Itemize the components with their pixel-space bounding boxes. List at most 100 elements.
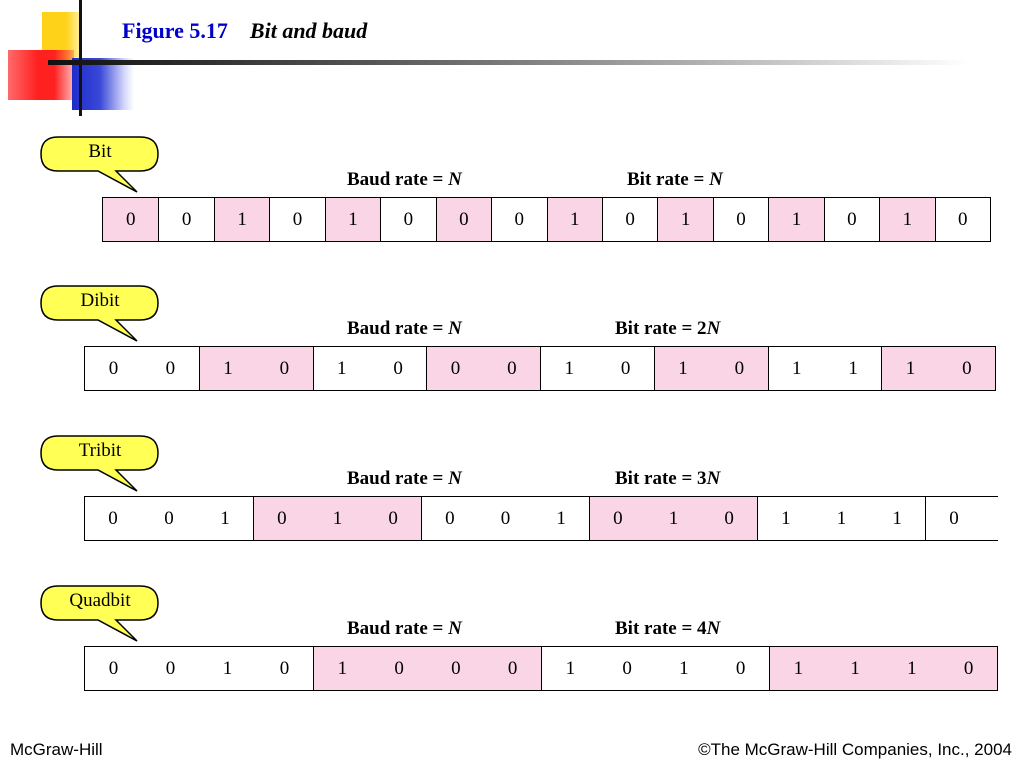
bit-value: 1 (848, 358, 858, 379)
bit-value: 0 (847, 209, 857, 230)
callout-bubble: Quadbit (40, 585, 240, 645)
bit-value: 0 (625, 209, 635, 230)
bit-value: 1 (220, 508, 230, 529)
signal-element: 0 (601, 198, 657, 241)
bit-value: 1 (222, 658, 233, 679)
bit-value: 0 (165, 358, 176, 379)
bit-value: 1 (902, 209, 913, 230)
bit-value: 1 (680, 209, 691, 230)
bit-value: 1 (348, 209, 358, 230)
bit-value: 1 (223, 358, 233, 379)
signal-element: 1 (213, 198, 270, 241)
signal-element: 0 0 1 (85, 497, 253, 540)
signal-element: 0 (380, 198, 435, 241)
baud-rate-label: Baud rate = N (347, 318, 462, 339)
bit-value: 0 (620, 358, 631, 379)
bit-value: 0 (735, 658, 746, 679)
bit-value: 0 (292, 209, 303, 230)
bit-value: 1 (892, 508, 902, 529)
bit-value: 0 (279, 658, 290, 679)
callout-label: Tribit (78, 440, 122, 461)
signal-element: 1 (546, 198, 602, 241)
callout-bubble: Bit (40, 136, 240, 196)
bit-value: 0 (963, 658, 974, 679)
signal-element: 0 (103, 198, 159, 241)
signal-element: 1 (657, 198, 713, 241)
figure-name: Bit and baud (249, 18, 368, 43)
bit-value: 0 (958, 209, 968, 230)
bit-value: 0 (736, 209, 746, 230)
bit-value: 1 (905, 358, 916, 379)
bit-value: 0 (108, 508, 118, 529)
signal-element: 0 (269, 198, 324, 241)
signal-element: 1 (324, 198, 381, 241)
bit-value: 1 (791, 358, 802, 379)
decor-red-square (8, 50, 74, 100)
bit-value: 1 (793, 658, 804, 679)
decor-blue-square (72, 58, 134, 110)
callout-bubble: Dibit (40, 285, 240, 345)
bit-value: 1 (679, 658, 689, 679)
bit-value: 1 (332, 508, 343, 529)
footer-publisher: McGraw-Hill (10, 740, 103, 759)
bit-value: 1 (337, 658, 348, 679)
bit-value: 0 (164, 508, 174, 529)
callout-shape (40, 136, 159, 193)
bit-value: 1 (336, 358, 347, 379)
signal-element: 0 (158, 198, 213, 241)
signal-element: 0 (823, 198, 879, 241)
baud-rate-label: Baud rate = N (347, 468, 462, 489)
bit-value: 1 (569, 209, 580, 230)
callout-label: Quadbit (69, 590, 131, 611)
bit-value: 0 (403, 209, 414, 230)
bit-value: 0 (450, 358, 461, 379)
callout-shape (40, 285, 159, 342)
signal-element: 1 (879, 198, 935, 241)
bit-value: 1 (791, 209, 802, 230)
bit-rate-label: Bit rate = 4N (615, 618, 721, 639)
bit-value: 0 (108, 658, 119, 679)
bit-value: 1 (556, 508, 566, 529)
bit-value: 1 (237, 209, 247, 230)
bit-value: 0 (277, 508, 287, 529)
bit-value: 0 (108, 358, 119, 379)
signal-element: 0 0 1 0 (85, 647, 313, 690)
bit-value: 1 (668, 508, 679, 529)
bit-value: 1 (781, 508, 791, 529)
callout-shape (40, 435, 159, 492)
bit-value: 0 (724, 508, 734, 529)
bit-value: 0 (445, 508, 455, 529)
callout-label: Dibit (80, 290, 120, 311)
baud-rate-label: Baud rate = N (347, 618, 462, 639)
bit-value: 0 (507, 358, 517, 379)
bit-value: 0 (393, 358, 403, 379)
signal-element: 0 (934, 198, 990, 241)
bit-value: 0 (279, 358, 290, 379)
bit-value: 0 (125, 209, 136, 230)
callout-shape (40, 585, 159, 642)
bit-value: 0 (622, 658, 632, 679)
bit-value: 0 (451, 658, 461, 679)
bit-value: 0 (165, 658, 176, 679)
signal-element: 0 (712, 198, 768, 241)
signal-element: 0 (491, 198, 546, 241)
signal-element: 1 (768, 198, 824, 241)
bit-rate-label: Bit rate = 3N (615, 468, 721, 489)
bit-value: 0 (613, 508, 623, 529)
